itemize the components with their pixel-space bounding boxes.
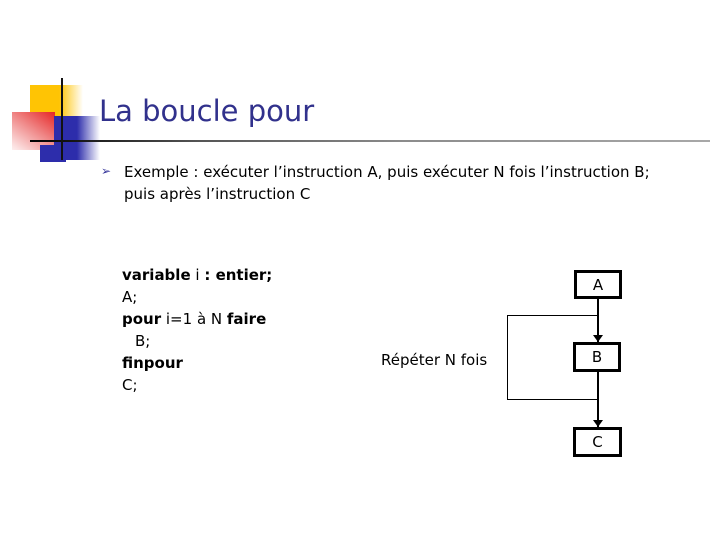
logo-vertical-line xyxy=(61,78,63,160)
flow-node-b: B xyxy=(573,342,621,372)
code-line-finpour: finpour xyxy=(122,354,183,372)
flow-node-c: C xyxy=(573,427,622,457)
flow-node-a: A xyxy=(574,270,622,299)
code-block: variable i : entier; A; pour i=1 à N fai… xyxy=(122,264,272,396)
loop-label: Répéter N fois xyxy=(381,351,488,369)
logo-red-square xyxy=(12,112,55,150)
code-line-pour: pour i=1 à N faire xyxy=(122,310,267,328)
code-line-a: A; xyxy=(122,288,138,306)
code-line-variable: variable i : entier; xyxy=(122,266,273,284)
bullet-text-line-2: puis après l’instruction C xyxy=(124,185,311,203)
page-title: La boucle pour xyxy=(99,94,315,128)
arrowhead-into-b-icon xyxy=(593,335,603,342)
bullet-arrow-icon: ➢ xyxy=(101,164,112,178)
arrowhead-into-c-icon xyxy=(593,420,603,427)
title-underline-rule xyxy=(30,140,710,142)
bullet-text-line-1: Exemple : exécuter l’instruction A, puis… xyxy=(124,163,650,181)
code-line-b: B; xyxy=(135,332,151,350)
bullet-text: Exemple : exécuter l’instruction A, puis… xyxy=(124,161,650,205)
code-line-c: C; xyxy=(122,376,138,394)
